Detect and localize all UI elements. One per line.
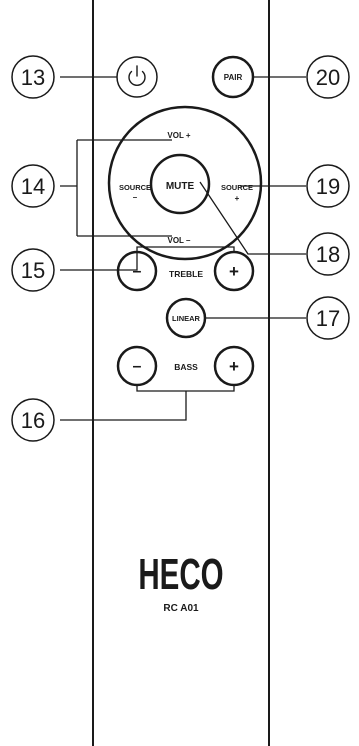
callout-17: 17 [306,296,350,340]
linear-button[interactable]: LINEAR [165,297,207,339]
callout-14: 14 [11,164,55,208]
linear-label: LINEAR [172,314,201,323]
svg-text:18: 18 [316,242,340,267]
vol-down-label[interactable]: VOL – [168,236,192,245]
bass-bracket [136,385,235,392]
callout-19: 19 [306,164,350,208]
mute-label: MUTE [166,181,195,192]
bass-minus-button[interactable]: – [116,345,158,387]
bass-label: BASS [174,362,198,372]
remote-body [92,0,270,746]
callout-leaders [60,76,306,421]
mute-button[interactable]: MUTE [149,153,211,215]
pair-button[interactable]: PAIR [211,55,255,99]
treble-plus-glyph: + [229,262,239,281]
callout-13: 13 [11,55,55,99]
treble-label: TREBLE [169,269,203,279]
source-plus-sign: + [235,194,240,203]
svg-text:20: 20 [316,65,340,90]
svg-text:14: 14 [21,174,45,199]
source-minus-sign: – [133,193,138,202]
navigation-ring [107,105,263,261]
callout-15: 15 [11,248,55,292]
source-minus-button[interactable]: SOURCE – [119,183,151,202]
callout-20: 20 [306,55,350,99]
svg-text:17: 17 [316,306,340,331]
source-plus-label: SOURCE [221,183,253,192]
vol-up-label[interactable]: VOL + [167,131,191,140]
svg-text:19: 19 [316,174,340,199]
treble-plus-button[interactable]: + [213,250,255,292]
bass-plus-glyph: + [229,357,239,376]
treble-minus-glyph: – [133,263,142,280]
svg-text:15: 15 [21,258,45,283]
source-plus-button[interactable]: SOURCE + [221,183,253,203]
bass-minus-glyph: – [133,358,142,375]
model-label: RC A01 [163,603,199,614]
power-button[interactable] [116,56,158,98]
callout-16: 16 [11,398,55,442]
svg-text:13: 13 [21,65,45,90]
callout-18: 18 [306,232,350,276]
brand-logo: HECO [138,549,223,598]
source-minus-label: SOURCE [119,183,151,192]
svg-text:16: 16 [21,408,45,433]
bass-plus-button[interactable]: + [213,345,255,387]
power-icon [128,65,146,86]
pair-label: PAIR [224,73,243,82]
treble-bracket [136,246,235,252]
